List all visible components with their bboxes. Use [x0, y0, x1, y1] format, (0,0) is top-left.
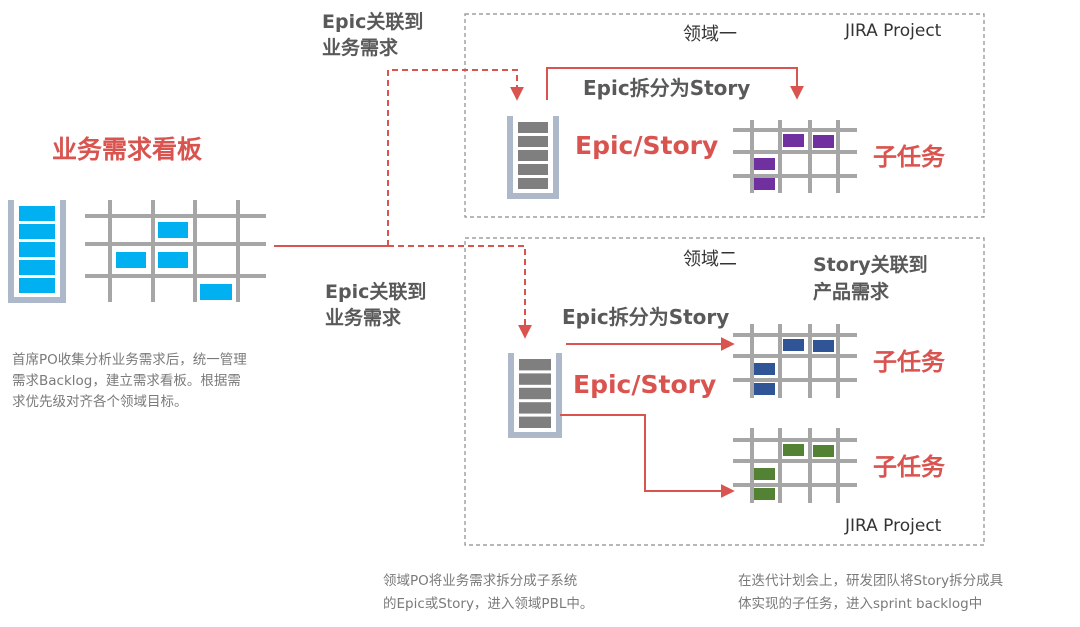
- business-board-description: 首席PO收集分析业务需求后，统一管理需求Backlog，建立需求看板。根据需求优…: [12, 352, 247, 410]
- task-card: [754, 363, 775, 375]
- task-card: [200, 284, 232, 300]
- task-card: [158, 222, 188, 238]
- top-link-label-line1: Epic关联到: [322, 11, 424, 33]
- domain-two-backlog-icon: [508, 353, 562, 438]
- bucket-frame: [8, 200, 66, 303]
- backlog-item-bar: [19, 242, 55, 257]
- sprint-note-line1: 在迭代计划会上，研发团队将Story拆分成具: [738, 573, 1004, 589]
- backlog-item-bar: [518, 122, 548, 133]
- domain-two-subtask-label-top: 子任务: [873, 348, 945, 376]
- bottom-link-label-line1: Epic关联到: [325, 281, 427, 303]
- domain-two-subtask-board-bottom-icon: [733, 428, 857, 503]
- domain-two-story-link-line1: Story关联到: [813, 254, 928, 276]
- domain-one-split-label: Epic拆分为Story: [583, 76, 751, 100]
- task-card: [783, 444, 804, 456]
- bucket-frame: [507, 116, 559, 199]
- task-card: [783, 134, 804, 147]
- backlog-item-bar: [518, 150, 548, 161]
- backlog-item-bar: [519, 402, 551, 414]
- domain-one-title: 领域一: [683, 24, 737, 45]
- task-card: [813, 445, 834, 457]
- task-card: [813, 340, 834, 352]
- domain-two-title: 领域二: [683, 249, 737, 270]
- backlog-item-bar: [19, 278, 55, 293]
- task-card: [116, 252, 146, 268]
- domain-two-project-label: JIRA Project: [845, 516, 942, 536]
- backlog-item-bar: [19, 206, 55, 221]
- task-card: [813, 135, 834, 148]
- domain-two-split-arrow-bottom: [560, 414, 735, 498]
- domain-one-subtask-board-icon: [733, 120, 857, 193]
- task-card: [754, 468, 775, 480]
- backlog-item-bar: [19, 224, 55, 239]
- task-card: [754, 383, 775, 395]
- domain-one-backlog-icon: [507, 116, 559, 199]
- domain-two-subtask-label-bottom: 子任务: [873, 453, 945, 481]
- business-board-title: 业务需求看板: [52, 135, 203, 164]
- domain-one-backlog-label: Epic/Story: [575, 131, 719, 160]
- task-card: [754, 158, 775, 170]
- task-card: [754, 178, 775, 190]
- domain-one-project-label: JIRA Project: [845, 21, 942, 41]
- backlog-item-bar: [519, 387, 551, 400]
- domain-po-note-line1: 领域PO将业务需求拆分成子系统: [383, 573, 578, 589]
- kanban-board-icon: [85, 200, 266, 302]
- backlog-item-bar: [518, 136, 548, 147]
- backlog-item-bar: [518, 164, 548, 175]
- domain-po-note-line2: 的Epic或Story，进入领域PBL中。: [383, 596, 594, 612]
- backlog-item-bar: [519, 359, 551, 371]
- backlog-item-bar: [19, 260, 55, 275]
- sprint-note-line2: 体实现的子任务，进入sprint backlog中: [738, 596, 983, 612]
- connector-to-domain-two: [388, 245, 532, 339]
- domain-one-split-arrow: [546, 67, 804, 100]
- bucket-frame: [508, 353, 562, 438]
- domain-two-story-link-line2: 产品需求: [813, 281, 890, 303]
- domain-two-split-label: Epic拆分为Story: [562, 305, 730, 329]
- backlog-item-bar: [518, 178, 548, 189]
- task-card: [783, 339, 804, 351]
- top-link-label-line2: 业务需求: [322, 37, 399, 59]
- backlog-item-bar: [519, 416, 551, 428]
- domain-two-subtask-board-top-icon: [733, 324, 857, 398]
- domain-one-subtask-label: 子任务: [873, 143, 945, 171]
- domain-two-backlog-label: Epic/Story: [573, 370, 717, 399]
- task-card: [754, 488, 775, 500]
- domain-two-container: [464, 237, 985, 546]
- bottom-link-label-line2: 业务需求: [325, 307, 402, 329]
- backlog-item-bar: [519, 373, 551, 385]
- task-card: [158, 252, 188, 268]
- connector-to-domain-one: [387, 69, 524, 246]
- backlog-bucket-icon: [8, 200, 66, 303]
- domain-one-container: [464, 13, 985, 218]
